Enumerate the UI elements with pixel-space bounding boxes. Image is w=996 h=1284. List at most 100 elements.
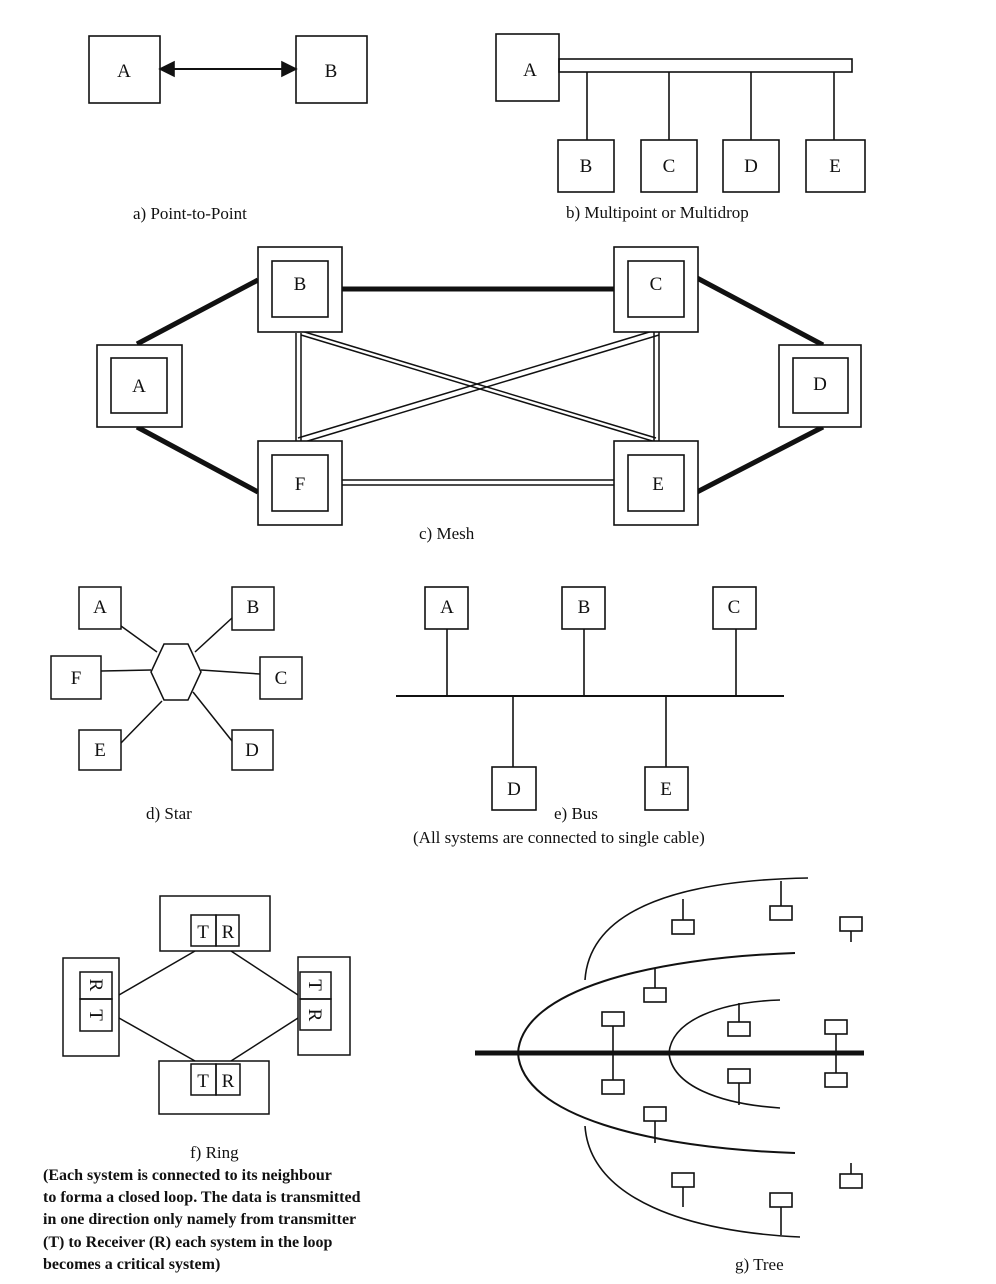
mesh-node-d: D (813, 374, 827, 395)
star-node-e-box (78, 729, 122, 771)
ring-note-line-4: (T) to Receiver (R) each system in the l… (43, 1234, 333, 1251)
ring-top-r-label: R (222, 922, 235, 943)
star-caption: d) Star (146, 804, 192, 823)
mesh-node-e: E (652, 474, 664, 495)
ring-node-left-box (62, 957, 120, 1057)
tree-lower-branch (584, 1125, 801, 1238)
tree-node-box (769, 905, 793, 921)
mesh-link-b-e-b (300, 334, 660, 444)
bus-node-a-box (424, 586, 469, 630)
ptp-node-b: B (325, 61, 338, 82)
tree-diagram (475, 877, 864, 1238)
ring-bottom-r-label: R (222, 1071, 235, 1092)
ring-right-t-label: T (304, 979, 325, 991)
ring-right-r-label: R (304, 1009, 325, 1022)
tree-node-box (601, 1011, 625, 1027)
tree-node-box (824, 1072, 848, 1088)
star-link-c (200, 669, 261, 675)
star-node-c: C (275, 668, 288, 689)
mesh-diagram (96, 246, 862, 526)
tree-node-box (601, 1079, 625, 1095)
ring-top-t-label: T (197, 922, 209, 943)
ring-note-line-2: to forma a closed loop. The data is tran… (43, 1189, 361, 1206)
bus-node-b-box (561, 586, 606, 630)
ring-link-top-right (230, 950, 299, 996)
star-node-d: D (245, 740, 259, 761)
mesh-link-b-e-a (297, 329, 657, 439)
bus-node-c-box (712, 586, 757, 630)
star-node-f-box (50, 655, 102, 700)
mesh-link-c-d (695, 275, 825, 348)
star-node-a-box (78, 586, 122, 630)
mp-node-e-box (805, 139, 866, 193)
mesh-node-c-inner (627, 260, 685, 318)
ptp-arrow-left (158, 60, 175, 78)
star-link-e (120, 700, 163, 744)
star-node-c-box (259, 656, 303, 700)
mp-node-c: C (663, 156, 676, 177)
mesh-caption: c) Mesh (419, 524, 475, 543)
mesh-node-f: F (295, 474, 306, 495)
bus-node-d-box (491, 766, 537, 811)
bus-node-c: C (728, 597, 741, 618)
mp-node-b-box (557, 139, 615, 193)
ptp-node-a: A (117, 61, 131, 82)
star-link-d (192, 691, 233, 742)
bus-node-e-box (644, 766, 689, 811)
star-diagram (50, 586, 303, 771)
star-node-e: E (94, 740, 106, 761)
bus-node-b: B (578, 597, 591, 618)
star-node-d-box (231, 729, 274, 771)
tree-node-box (839, 1173, 863, 1189)
star-link-a (120, 625, 158, 653)
ptp-caption: a) Point-to-Point (133, 204, 247, 223)
ring-left-r-label: R (85, 979, 106, 992)
mesh-node-e-inner (627, 454, 685, 512)
tree-node-box (769, 1192, 793, 1208)
tree-node-box (824, 1019, 848, 1035)
mp-shared-line (558, 58, 853, 73)
ring-caption: f) Ring (190, 1143, 239, 1162)
ring-bottom-t-label: T (197, 1071, 209, 1092)
mesh-link-e-d (695, 424, 825, 495)
ring-link-bottom-left (118, 1017, 196, 1062)
ring-node-bottom-box (158, 1060, 270, 1115)
mesh-node-f-inner (271, 454, 329, 512)
ring-node-right-box (297, 956, 351, 1056)
ring-node-left-t-box (79, 998, 113, 1032)
star-node-b-box (231, 586, 275, 631)
star-node-f: F (71, 668, 82, 689)
ring-diagram (62, 895, 351, 1115)
tree-node-box (643, 987, 667, 1003)
mesh-node-d-inner (792, 357, 849, 414)
star-link-b (194, 617, 233, 653)
mp-node-d: D (744, 156, 758, 177)
ring-node-right-r-box (299, 998, 332, 1031)
ring-note-line-1: (Each system is connected to its neighbo… (43, 1167, 332, 1184)
ring-left-t-label: T (85, 1009, 106, 1021)
bus-note: (All systems are connected to single cab… (413, 828, 705, 847)
tree-node-box (727, 1068, 751, 1084)
mesh-double-links (295, 329, 660, 486)
mesh-node-b-inner (271, 260, 329, 318)
tree-caption: g) Tree (735, 1255, 784, 1274)
mp-node-d-box (722, 139, 780, 193)
mesh-node-a: A (132, 376, 146, 397)
ring-node-bottom-r-box (215, 1063, 241, 1096)
star-link-f (100, 669, 152, 672)
ring-note-line-3: in one direction only namely from transm… (43, 1211, 356, 1228)
mesh-link-a-f (135, 424, 260, 495)
tree-node-box (643, 1106, 667, 1122)
tree-inner-branch (668, 999, 781, 1109)
tree-node-box (671, 919, 695, 935)
ring-link-top-left (118, 950, 196, 996)
tree-outer-branch (516, 952, 796, 1154)
mesh-node-c: C (650, 274, 663, 295)
mp-node-e: E (829, 156, 841, 177)
ring-node-top-r-box (215, 914, 240, 947)
bus-diagram (396, 586, 784, 811)
ring-link-bottom-right (230, 1017, 299, 1062)
mesh-node-b: B (294, 274, 307, 295)
mp-node-c-box (640, 139, 698, 193)
